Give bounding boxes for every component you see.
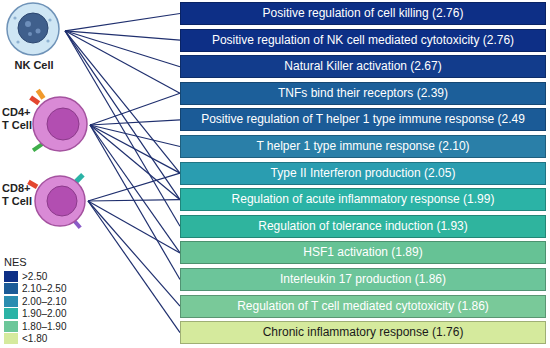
- connector-line: [88, 173, 180, 201]
- pathway-label: TNFs bind their receptors (2.39): [278, 87, 448, 100]
- cell-node: CD8+ T Cell: [2, 174, 88, 228]
- cd8-cell-drawing: [27, 173, 85, 229]
- pathway-label: Chronic inflammatory response (1.76): [263, 326, 464, 339]
- cell-label: CD4+ T Cell: [2, 106, 36, 131]
- legend-row: 2.10–2.50: [4, 283, 67, 296]
- legend-label: 2.10–2.50: [22, 283, 67, 294]
- cell-node: CD4+ T Cell: [2, 96, 90, 154]
- legend-row: 1.80–1.90: [4, 320, 67, 333]
- pathway-label: Regulation of tolerance induction (1.93): [258, 220, 467, 233]
- pathway-bar: Chronic inflammatory response (1.76): [180, 321, 546, 344]
- legend-label: <1.80: [22, 333, 47, 344]
- pathway-bar: Positive regulation of T helper 1 type i…: [180, 108, 546, 131]
- legend-row: >2.50: [4, 270, 67, 283]
- legend-swatch: [4, 271, 18, 282]
- connector-line: [65, 14, 180, 31]
- pathway-bar: Regulation of acute inflammatory respons…: [180, 188, 546, 211]
- nk-cell-drawing: [7, 3, 59, 55]
- connector-line: [88, 201, 180, 333]
- pathway-label: HSF1 activation (1.89): [303, 246, 422, 259]
- pathway-label: Natural Killer activation (2.67): [284, 60, 441, 73]
- pathway-bar: HSF1 activation (1.89): [180, 241, 546, 264]
- pathway-label: T helper 1 type immune response (2.10): [256, 140, 469, 153]
- legend-title: NES: [4, 256, 67, 268]
- connector-line: [65, 31, 180, 94]
- connector-line: [90, 125, 180, 280]
- legend-swatch: [4, 296, 18, 307]
- connector-line: [88, 201, 180, 253]
- legend-label: 2.00–2.10: [22, 296, 67, 307]
- connector-line: [88, 201, 180, 306]
- pathway-label: Positive regulation of cell killing (2.7…: [263, 7, 464, 20]
- legend: NES >2.502.10–2.50 2.00–2.101.90–2.00 1.80–…: [4, 256, 67, 345]
- connector-line: [90, 93, 180, 125]
- pathway-bar: TNFs bind their receptors (2.39): [180, 82, 546, 105]
- pathway-bar: T helper 1 type immune response (2.10): [180, 135, 546, 158]
- connector-line: [90, 125, 180, 253]
- legend-swatch: [4, 283, 18, 294]
- pathway-label: Regulation of T cell mediated cytotoxici…: [237, 300, 489, 313]
- connector-line: [65, 31, 180, 67]
- legend-label: 1.80–1.90: [22, 321, 67, 332]
- cell-node: NK Cell: [3, 2, 65, 74]
- pathway-bar: Interleukin 17 production (1.86): [180, 268, 546, 291]
- connector-line: [88, 200, 180, 201]
- pathway-bar: Regulation of tolerance induction (1.93): [180, 215, 546, 238]
- pathway-label: Positive regulation of T helper 1 type i…: [201, 113, 525, 126]
- pathway-label: Regulation of acute inflammatory respons…: [232, 193, 495, 206]
- pathway-bar: Natural Killer activation (2.67): [180, 55, 546, 78]
- connector-line: [90, 120, 180, 125]
- legend-row: 1.90–2.00: [4, 308, 67, 321]
- pathway-bar: Positive regulation of cell killing (2.7…: [180, 2, 546, 25]
- legend-swatch: [4, 333, 18, 344]
- legend-row: 2.00–2.10: [4, 295, 67, 308]
- pathway-label: Interleukin 17 production (1.86): [280, 273, 446, 286]
- cell-label: NK Cell: [3, 59, 65, 72]
- pathway-bar: Regulation of T cell mediated cytotoxici…: [180, 295, 546, 318]
- pathway-bar: Positive regulation of NK cell mediated …: [180, 29, 546, 52]
- cell-label: CD8+ T Cell: [2, 182, 36, 207]
- pathway-label: Type II Interferon production (2.05): [271, 167, 456, 180]
- legend-swatch: [4, 308, 18, 319]
- legend-swatch: [4, 321, 18, 332]
- pathway-label: Positive regulation of NK cell mediated …: [212, 34, 514, 47]
- legend-label: >2.50: [22, 271, 47, 282]
- pathway-bar: Type II Interferon production (2.05): [180, 162, 546, 185]
- legend-row: <1.80: [4, 333, 67, 346]
- legend-label: 1.90–2.00: [22, 308, 67, 319]
- connector-line: [65, 31, 180, 40]
- cd4-cell-drawing: [29, 89, 87, 152]
